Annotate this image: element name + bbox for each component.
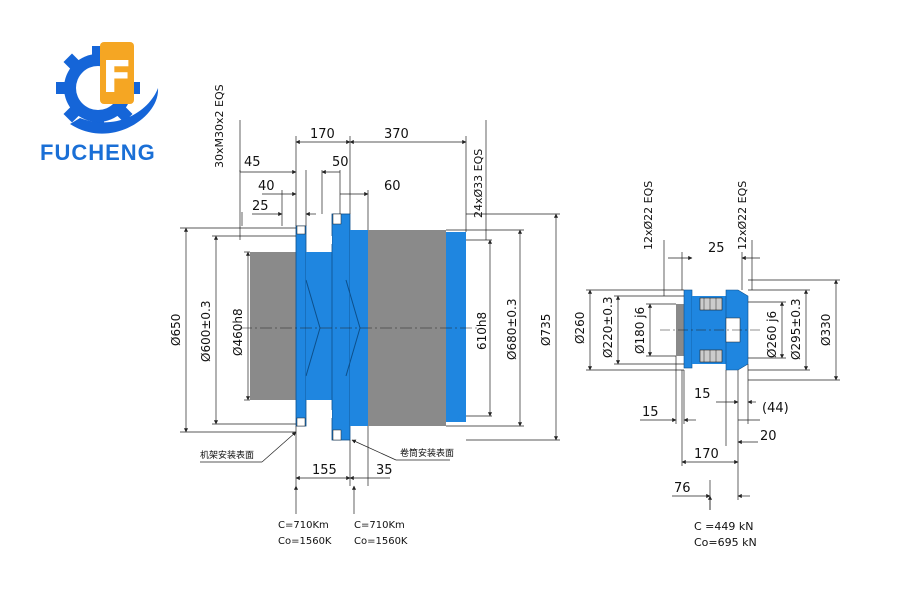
left-bearing-drawing: 30xM30x2 EQS 45 40 25 170 370 50 60 24xØ…	[169, 84, 560, 547]
dim-25-small: 25	[708, 241, 725, 256]
dim-76: 76	[674, 481, 691, 496]
dim-phi600: Ø600±0.3	[199, 301, 213, 363]
dim-370: 370	[384, 127, 409, 142]
dim-170-small: 170	[694, 447, 719, 462]
rating-small-c: C =449 kN	[694, 520, 754, 533]
dim-eqs-right: 24xØ33 EQS	[472, 149, 485, 218]
dim-15-a: 15	[694, 387, 711, 402]
dim-phi295: Ø295±0.3	[789, 299, 803, 361]
label-right-surface: 卷筒安装表面	[400, 447, 454, 459]
dim-eqs-top: 30xM30x2 EQS	[213, 84, 226, 168]
dim-35: 35	[376, 463, 393, 478]
rating-right-co: Co=1560K	[354, 536, 408, 547]
right-bearing-drawing: 12xØ22 EQS 12xØ22 EQS 25 Ø260 Ø220±0.3 Ø…	[573, 181, 840, 549]
dim-44: (44)	[762, 401, 789, 416]
dim-phi735: Ø735	[539, 314, 553, 346]
brand-name: FUCHENG	[40, 140, 156, 165]
dim-50: 50	[332, 155, 349, 170]
rating-right-c: C=710Km	[354, 520, 405, 531]
dim-phi260-small: Ø260	[573, 312, 587, 344]
dim-20: 20	[760, 429, 777, 444]
dim-eqs-left-small: 12xØ22 EQS	[642, 181, 655, 250]
dim-eqs-right-small: 12xØ22 EQS	[736, 181, 749, 250]
dim-25: 25	[252, 199, 269, 214]
dim-15-b: 15	[642, 405, 659, 420]
dim-60: 60	[384, 179, 401, 194]
dim-phi680: Ø680±0.3	[505, 299, 519, 361]
dim-170: 170	[310, 127, 335, 142]
dim-phi260j6: Ø260 j6	[765, 311, 779, 358]
dim-phi220: Ø220±0.3	[601, 297, 615, 359]
rating-left-co: Co=1560K	[278, 536, 332, 547]
dim-phi610: 610h8	[475, 312, 489, 350]
dim-155: 155	[312, 463, 337, 478]
rating-left-c: C=710Km	[278, 520, 329, 531]
dim-40: 40	[258, 179, 275, 194]
label-left-surface: 机架安装表面	[200, 449, 254, 461]
rating-small-co: Co=695 kN	[694, 536, 757, 549]
dim-phi180: Ø180 j6	[633, 307, 647, 354]
dim-45: 45	[244, 155, 261, 170]
logo-letter: F	[102, 52, 132, 103]
dim-phi460: Ø460h8	[231, 308, 245, 356]
dim-phi650: Ø650	[169, 314, 183, 346]
brand-logo-icon: F	[56, 42, 159, 134]
dim-phi330: Ø330	[819, 314, 833, 346]
